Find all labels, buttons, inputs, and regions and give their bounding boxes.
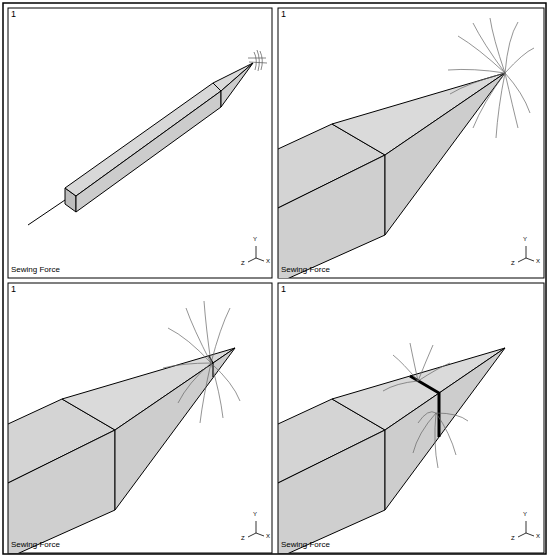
view-number: 1 bbox=[281, 285, 286, 294]
axis-label: Z bbox=[241, 535, 245, 541]
view-caption: Sewing Force bbox=[281, 541, 330, 549]
view-caption: Sewing Force bbox=[11, 266, 60, 274]
view-number: 1 bbox=[11, 10, 16, 19]
axis-label: X bbox=[536, 258, 540, 264]
view-caption: Sewing Force bbox=[11, 541, 60, 549]
axis-label: Z bbox=[241, 260, 245, 266]
axis-label: Z bbox=[511, 260, 515, 266]
view-number: 1 bbox=[11, 285, 16, 294]
axis-label: Y bbox=[523, 236, 527, 242]
axis-label: Y bbox=[523, 511, 527, 517]
view-number: 1 bbox=[281, 10, 286, 19]
axis-label: Z bbox=[511, 535, 515, 541]
axis-label: X bbox=[266, 533, 270, 539]
view-caption: Sewing Force bbox=[281, 266, 330, 274]
axis-label: X bbox=[266, 258, 270, 264]
axis-label: X bbox=[536, 533, 540, 539]
axis-label: Y bbox=[253, 236, 257, 242]
axis-label: Y bbox=[253, 511, 257, 517]
